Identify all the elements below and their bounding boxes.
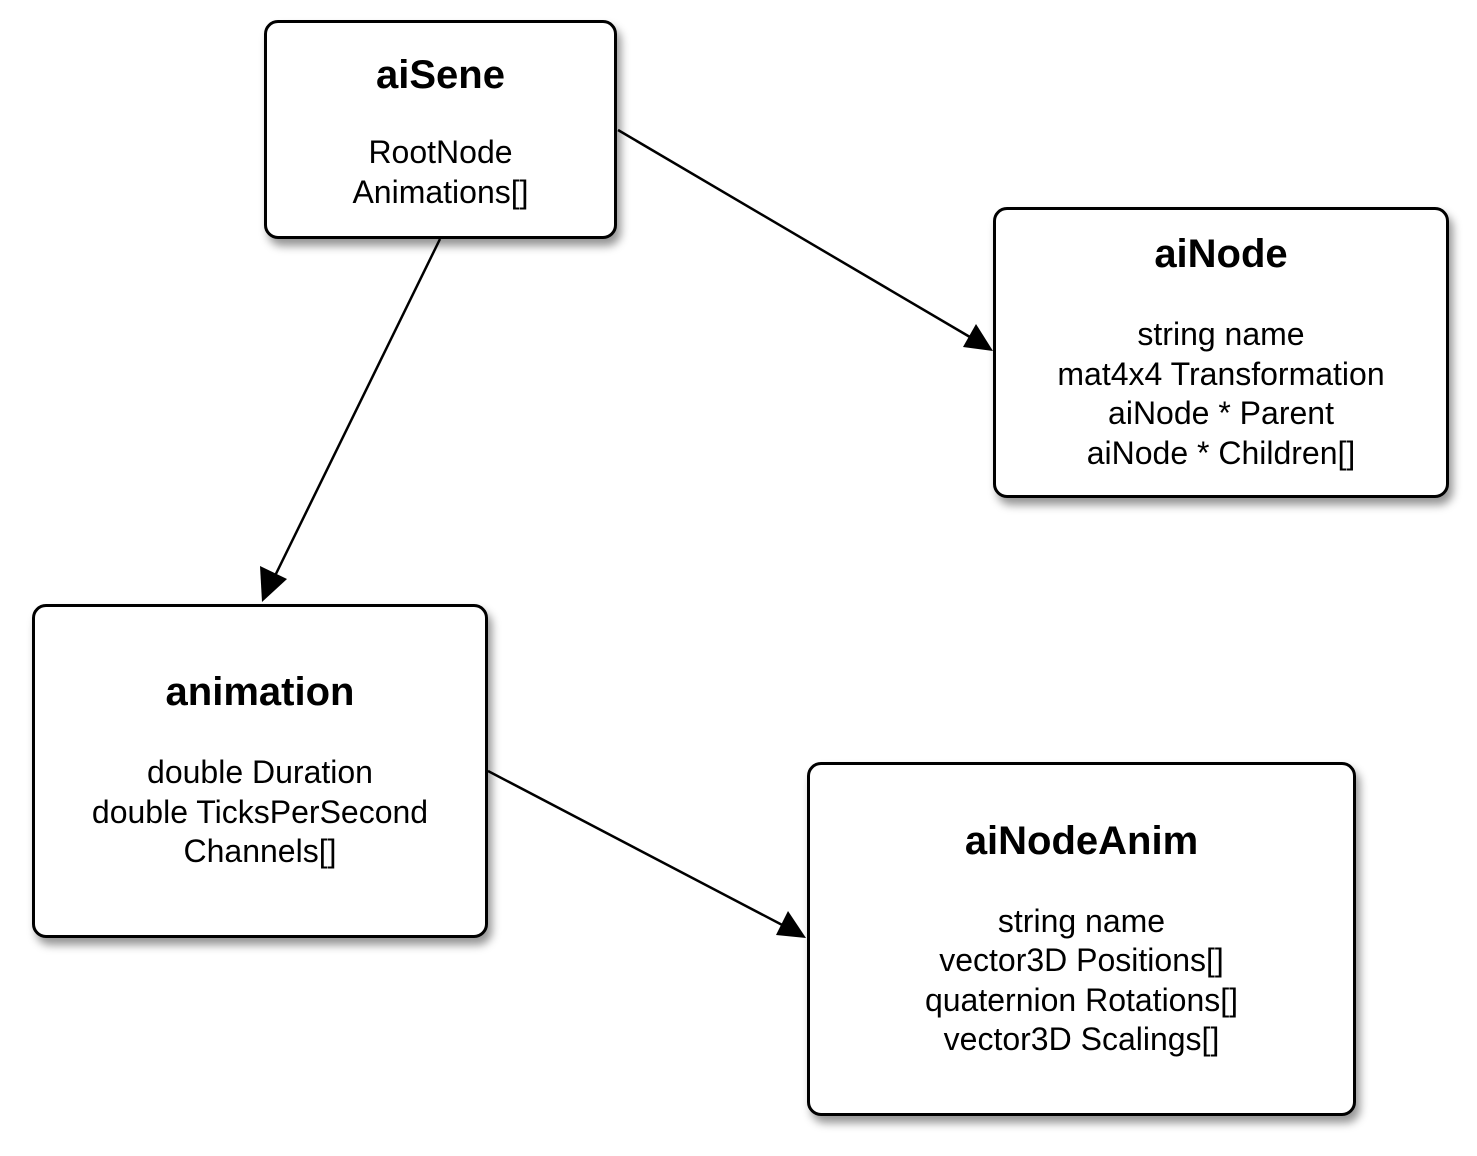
ainode-field: aiNode * Children[] [1086, 434, 1356, 471]
ainode-fields: string name mat4x4 Transformation aiNode… [1057, 315, 1384, 473]
aiscene-box[interactable]: aiSene RootNode Animations[] [264, 20, 617, 239]
arrow-aiscene-to-animation [260, 238, 442, 602]
ainodeanim-field: quaternion Rotations[] [924, 981, 1239, 1018]
ainode-title: aiNode [1154, 232, 1288, 276]
ainode-field: string name [1137, 316, 1305, 352]
aiscene-field: RootNode [368, 134, 513, 170]
animation-box[interactable]: animation double Duration double TicksPe… [32, 604, 488, 938]
ainode-field: aiNode * Parent [1108, 395, 1334, 431]
arrow-animation-to-ainodeanim [487, 769, 806, 938]
ainodeanim-field: vector3D Scalings[] [943, 1021, 1220, 1057]
ainodeanim-fields: string name vector3D Positions[] quatern… [925, 902, 1238, 1060]
ainodeanim-title: aiNodeAnim [964, 818, 1199, 863]
ainodeanim-field: vector3D Positions[] [939, 942, 1224, 978]
animation-field: double TicksPerSecond [91, 793, 429, 830]
animation-field: double Duration [147, 754, 373, 791]
aiscene-title: aiSene [376, 53, 505, 97]
ainodeanim-box[interactable]: aiNodeAnim string name vector3D Position… [807, 762, 1356, 1116]
animation-title: animation [165, 670, 355, 715]
aiscene-field: Animations[] [352, 173, 529, 210]
arrow-aiscene-to-ainode [617, 128, 993, 351]
animation-fields: double Duration double TicksPerSecond Ch… [92, 753, 428, 872]
ainode-field: mat4x4 Transformation [1057, 355, 1385, 392]
animation-field: Channels[] [183, 833, 337, 870]
ainode-box[interactable]: aiNode string name mat4x4 Transformation… [993, 207, 1449, 498]
aiscene-fields: RootNode Animations[] [352, 133, 528, 212]
ainodeanim-field: string name [997, 902, 1166, 939]
